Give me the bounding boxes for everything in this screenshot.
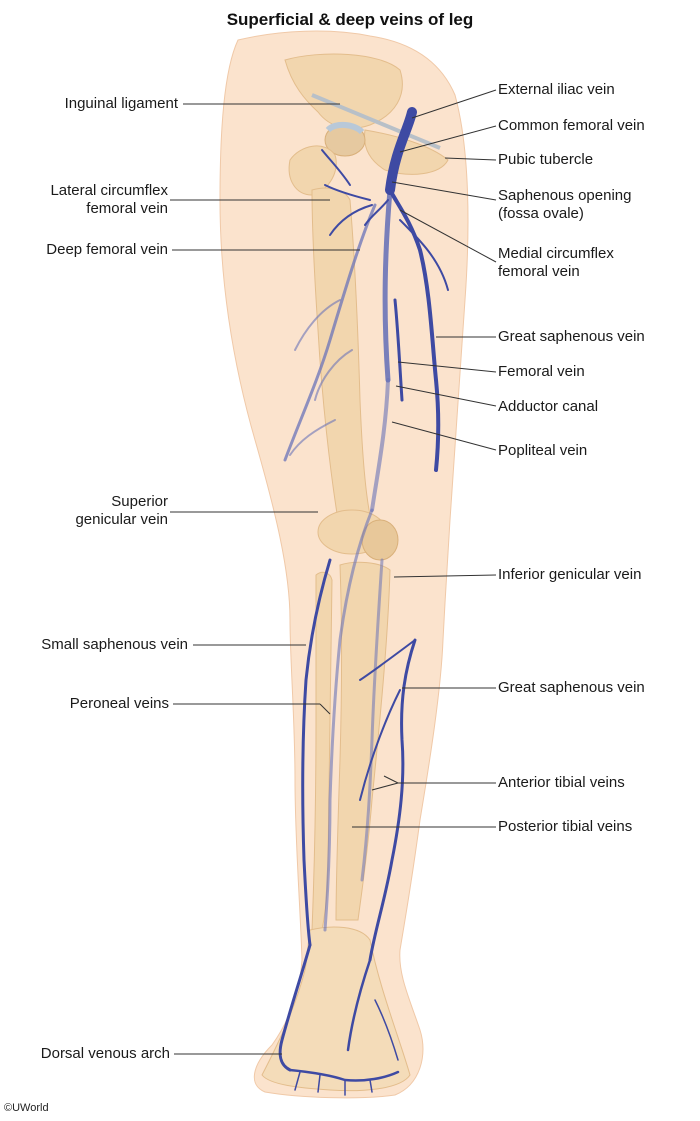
diagram-title: Superficial & deep veins of leg [226, 10, 474, 29]
label-great-saphenous-vein-lower: Great saphenous vein [498, 679, 645, 696]
label-small-saphenous-vein: Small saphenous vein [41, 636, 188, 653]
label-great-saphenous-vein-upper: Great saphenous vein [498, 328, 645, 345]
label-posterior-tibial-veins: Posterior tibial veins [498, 818, 633, 835]
label-femoral-vein: Femoral vein [498, 363, 585, 380]
label-inferior-genicular-vein: Inferior genicular vein [498, 566, 642, 583]
label-popliteal-vein: Popliteal vein [498, 442, 588, 459]
label-adductor-canal: Adductor canal [498, 398, 599, 415]
label-deep-femoral-vein: Deep femoral vein [46, 241, 168, 258]
pelvis-bone [284, 53, 403, 129]
leader-lines [170, 89, 497, 1055]
greater-trochanter [288, 145, 337, 196]
label-common-femoral-vein: Common femoral vein [498, 117, 645, 134]
superficial-veins [278, 107, 449, 1096]
label-saphenous-opening: Saphenous opening(fossa ovale) [498, 187, 632, 222]
foot-bones [261, 926, 411, 1092]
label-inguinal-ligament: Inguinal ligament [64, 95, 178, 112]
deep-veins [283, 187, 393, 932]
acetabulum-cartilage [325, 122, 365, 135]
label-peroneal-veins: Peroneal veins [69, 695, 169, 712]
label-external-iliac-vein: External iliac vein [498, 81, 615, 98]
label-dorsal-venous-arch: Dorsal venous arch [40, 1045, 170, 1062]
femur-shaft [311, 187, 371, 521]
label-anterior-tibial-veins: Anterior tibial veins [498, 774, 625, 791]
label-pubic-tubercle: Pubic tubercle [498, 151, 594, 168]
copyright-text: ©UWorld [4, 1102, 49, 1114]
